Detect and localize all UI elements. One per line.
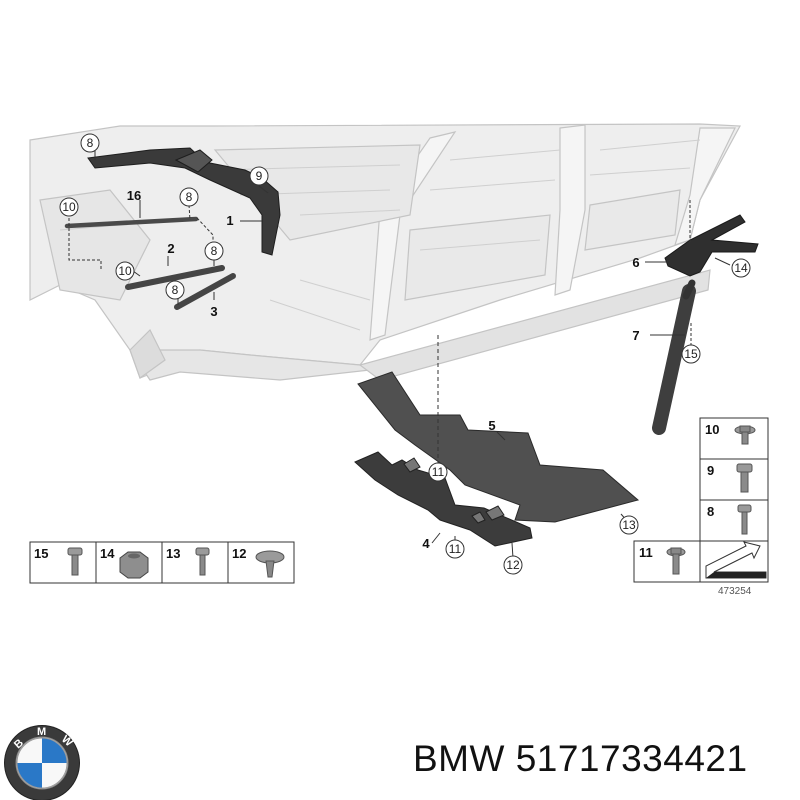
svg-text:13: 13 [622,518,636,532]
svg-text:8: 8 [211,244,218,258]
svg-text:8: 8 [186,190,193,204]
callout-14: 14 [731,258,751,278]
bolt-icon [737,504,752,535]
callout-8-top: 8 [80,133,100,153]
callout-13: 13 [619,515,639,535]
part-2-strut [125,265,225,290]
callout-15: 15 [681,344,701,364]
bolt-icon [195,547,210,576]
callout-12: 12 [503,555,523,575]
part-5-underbody-panel [357,371,640,523]
label-3: 3 [210,304,217,319]
svg-text:14: 14 [734,261,748,275]
callout-10-lower: 10 [115,261,135,281]
direction-arrow-icon [705,541,767,579]
callout-8-rod-right: 8 [179,187,199,207]
legend-12: 12 [232,546,246,561]
label-5: 5 [488,418,495,433]
part-16-rod [64,216,199,229]
callout-8-mid: 8 [204,241,224,261]
svg-text:15: 15 [684,347,698,361]
svg-text:8: 8 [87,136,94,150]
nut-icon [119,551,149,579]
label-7: 7 [632,328,639,343]
svg-text:11: 11 [449,542,462,556]
legend-8: 8 [707,504,714,519]
part-4-underbody-panel [354,451,533,547]
svg-text:M: M [37,726,46,738]
label-1: 1 [226,213,233,228]
legend-11: 11 [639,545,653,560]
svg-text:12: 12 [506,558,520,572]
label-4: 4 [422,536,430,551]
car-body-detail-lines [59,139,701,331]
legend-14: 14 [100,546,115,561]
car-body-shell [29,123,741,381]
fastener-legend-bottom: 15 14 13 12 [29,541,295,584]
svg-text:10: 10 [62,200,76,214]
svg-text:10: 10 [118,264,132,278]
legend-10: 10 [705,422,719,437]
callout-11-lower: 11 [445,539,465,559]
fastener-legend-11: 11 [633,540,769,583]
label-16: 16 [127,188,141,203]
callout-9: 9 [249,166,269,186]
legend-9: 9 [707,463,714,478]
part-6-mount-bracket [664,214,759,277]
svg-text:9: 9 [256,169,263,183]
part-7-strut [652,279,696,435]
bolt-icon [67,547,83,576]
legend-15: 15 [34,546,48,561]
diagram-id: 473254 [718,586,752,597]
part-1-strut-brace [87,147,281,256]
svg-text:8: 8 [172,283,179,297]
callout-10-upper: 10 [59,197,79,217]
bmw-logo: B M W [4,725,80,800]
label-2: 2 [167,241,174,256]
legend-13: 13 [166,546,180,561]
label-6: 6 [632,255,639,270]
part-number-title: BMW 51717334421 [413,738,748,779]
bolt-icon [666,547,686,575]
svg-text:11: 11 [432,465,445,479]
fastener-legend-right: 10 9 8 [699,417,769,542]
clip-icon [255,550,285,578]
callout-8-low: 8 [165,280,185,300]
bolt-icon [734,425,756,445]
bolt-icon [736,463,753,493]
part-3-strut [174,273,236,310]
callout-11-upper: 11 [428,462,448,482]
